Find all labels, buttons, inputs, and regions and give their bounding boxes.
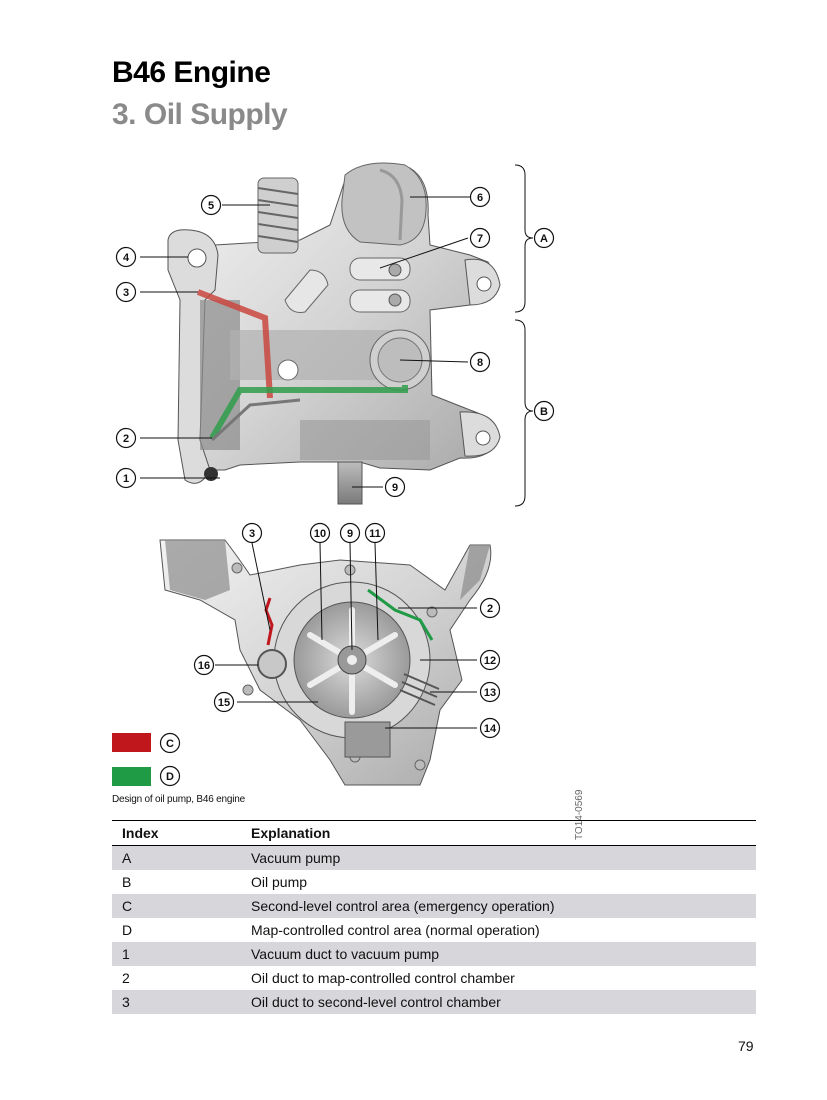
cell-index: 2 [122, 970, 130, 986]
page-number: 79 [738, 1038, 754, 1054]
callout-label: 12 [484, 655, 496, 667]
legend-swatch-d [112, 767, 151, 786]
cell-index: B [122, 874, 132, 890]
legend-label: C [166, 738, 174, 750]
group-label: B [540, 406, 548, 418]
callout-circle [115, 281, 137, 303]
cell-explanation: Vacuum pump [241, 845, 756, 870]
callout-circle [339, 522, 361, 544]
pump-internals-view [159, 539, 492, 786]
callout-label: 8 [477, 357, 483, 369]
callout-circle [115, 246, 137, 268]
callout-label: 5 [208, 200, 214, 212]
callout-circle [479, 681, 501, 703]
callout-label: 1 [123, 473, 129, 485]
cell-explanation: Second-level control area (emergency ope… [241, 894, 756, 918]
callout-label: 16 [198, 660, 210, 672]
cell-explanation: Oil duct to map-controlled control chamb… [251, 970, 515, 986]
callout-circle [364, 522, 386, 544]
callout-label: 10 [314, 528, 326, 540]
callout-label: 11 [369, 528, 381, 540]
column-header-explanation: Explanation [241, 820, 756, 846]
legend-label-circle [159, 732, 181, 754]
table-row: D Map-controlled control area (normal ope… [112, 918, 756, 942]
cell-explanation: Oil duct to second-level control chamber [241, 990, 756, 1014]
callout-label: 3 [123, 287, 129, 299]
callout-circle [115, 427, 137, 449]
pump-assembly-top-view [167, 162, 501, 505]
page-title: B46 Engine [112, 56, 271, 89]
callout-label: 15 [218, 697, 230, 709]
callout-circle [200, 194, 222, 216]
group-label: A [540, 233, 548, 245]
figure-caption: Design of oil pump, B46 engine [112, 794, 245, 805]
callout-circle [193, 654, 215, 676]
callout-circle [309, 522, 331, 544]
group-label-circle [533, 227, 555, 249]
table-row: B Oil pump [112, 870, 756, 894]
callout-label: 13 [484, 687, 496, 699]
group-braces [514, 164, 534, 507]
callout-circle [115, 467, 137, 489]
callout-label: 9 [347, 528, 353, 540]
callout-label: 14 [484, 723, 497, 735]
cell-explanation: Vacuum duct to vacuum pump [241, 942, 756, 966]
callout-label: 2 [487, 603, 493, 615]
group-label-circle [533, 400, 555, 422]
callout-circle [469, 351, 491, 373]
callout-circle [241, 522, 263, 544]
legend-label-circle [159, 765, 181, 787]
callout-label: 2 [123, 433, 129, 445]
cell-index: D [122, 922, 133, 938]
cell-explanation: Oil pump [251, 874, 308, 890]
callout-circle [479, 717, 501, 739]
cell-index: C [112, 894, 241, 918]
callout-label: 4 [123, 252, 130, 264]
callout-circle [469, 186, 491, 208]
callout-label: 7 [477, 233, 483, 245]
table-row: 2 Oil duct to map-controlled control cham… [112, 966, 756, 990]
cell-explanation: Map-controlled control area (normal oper… [251, 922, 540, 938]
callout-circle [469, 227, 491, 249]
cell-index: 1 [112, 942, 241, 966]
callout-circle [479, 649, 501, 671]
callout-circle [213, 691, 235, 713]
cell-index: 3 [112, 990, 241, 1014]
column-header-index: Index [112, 820, 241, 846]
callout-label: 6 [477, 192, 483, 204]
callout-circle [384, 476, 406, 498]
callout-label: 3 [249, 528, 255, 540]
cell-index: A [112, 845, 241, 870]
callout-circle [479, 597, 501, 619]
callout-label: 9 [392, 482, 398, 494]
section-subtitle: 3. Oil Supply [112, 98, 288, 131]
legend-label: D [166, 771, 174, 783]
table-header-row: Index Explanation [112, 820, 756, 846]
legend-swatch-c [112, 733, 151, 752]
